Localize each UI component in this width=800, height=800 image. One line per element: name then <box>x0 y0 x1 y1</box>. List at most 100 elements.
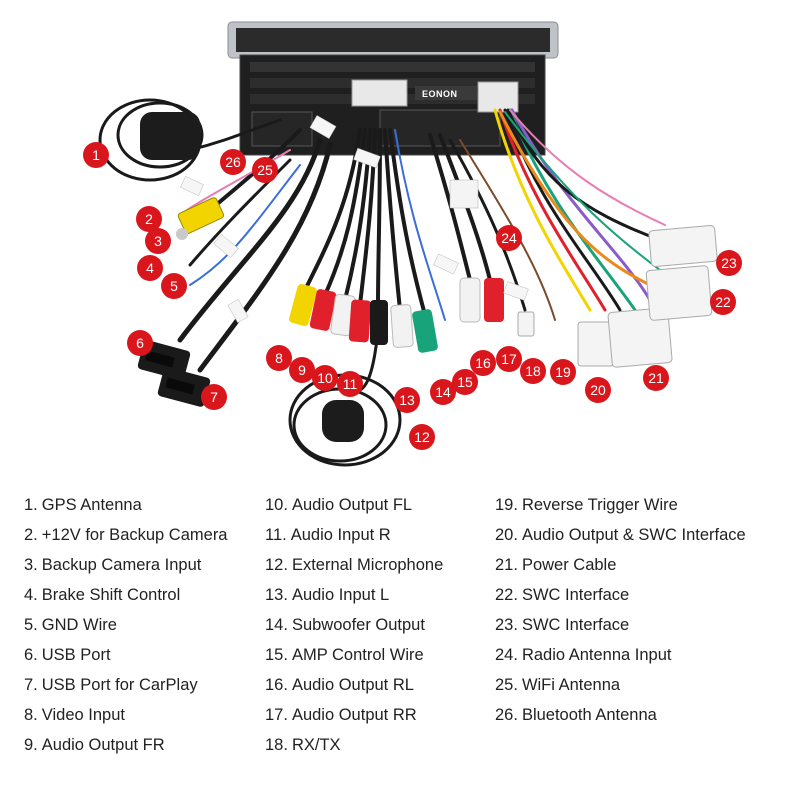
legend-item-number: 13. <box>265 586 288 604</box>
badge-1: 1 <box>83 142 109 168</box>
legend-item-number: 16. <box>265 676 288 694</box>
legend-item: 17.Audio Output RR <box>265 700 443 730</box>
badge-number: 10 <box>317 370 333 386</box>
badge-circle <box>496 346 522 372</box>
legend-item-number: 1. <box>24 496 38 514</box>
legend-item-label: SWC Interface <box>521 616 630 634</box>
legend-item: 20.Audio Output & SWC Interface <box>495 520 746 550</box>
legend-item: 24.Radio Antenna Input <box>495 640 746 670</box>
badge-number: 24 <box>501 230 517 246</box>
legend-item: 12.External Microphone <box>265 550 443 580</box>
badge-13: 13 <box>394 387 420 413</box>
badge-circle <box>394 387 420 413</box>
badge-circle <box>266 345 292 371</box>
legend-item: 23.SWC Interface <box>495 610 746 640</box>
legend-item-number: 15. <box>265 646 288 664</box>
badge-circle <box>496 225 522 251</box>
legend-item-label: Audio Output RL <box>291 676 414 694</box>
legend-item-number: 11. <box>265 526 287 544</box>
legend-item-number: 24. <box>495 646 518 664</box>
badge-20: 20 <box>585 377 611 403</box>
audio-input-r-rca <box>348 299 372 343</box>
badge-16: 16 <box>470 350 496 376</box>
badge-number: 4 <box>146 260 154 276</box>
legend-item: 14.Subwoofer Output <box>265 610 443 640</box>
badge-7: 7 <box>201 384 227 410</box>
legend-item-number: 9. <box>24 736 38 754</box>
badge-6: 6 <box>127 330 153 356</box>
legend-item: 13.Audio Input L <box>265 580 443 610</box>
badge-circle <box>643 365 669 391</box>
badge-number: 21 <box>648 370 664 386</box>
legend-item-number: 12. <box>265 556 288 574</box>
legend-item-number: 22. <box>495 586 518 604</box>
badge-circle <box>161 273 187 299</box>
subwoofer-rca <box>390 304 414 348</box>
legend-item-label: Backup Camera Input <box>41 556 202 574</box>
legend-item: 3.Backup Camera Input <box>24 550 228 580</box>
video-input-rca <box>289 283 317 327</box>
legend-item-label: USB Port <box>41 646 111 664</box>
legend-item: 18.RX/TX <box>265 730 443 760</box>
legend-item-number: 4. <box>24 586 38 604</box>
badge-number: 2 <box>145 211 153 227</box>
badge-number: 26 <box>225 154 241 170</box>
badge-8: 8 <box>266 345 292 371</box>
legend-item-number: 25. <box>495 676 518 694</box>
badge-number: 9 <box>298 362 306 378</box>
legend-item: 26.Bluetooth Antenna <box>495 700 746 730</box>
badge-circle <box>550 359 576 385</box>
legend-item-label: WiFi Antenna <box>521 676 621 694</box>
legend-item: 21.Power Cable <box>495 550 746 580</box>
legend-item-number: 10. <box>265 496 288 514</box>
legend-item: 1.GPS Antenna <box>24 490 228 520</box>
badge-14: 14 <box>430 379 456 405</box>
legend-item-label: Audio Output FL <box>291 496 413 514</box>
legend-item-number: 5. <box>24 616 38 634</box>
brand-logo: EONON <box>422 89 458 99</box>
badge-circle <box>409 424 435 450</box>
badge-number: 19 <box>555 364 571 380</box>
legend-item-label: +12V for Backup Camera <box>41 526 228 544</box>
badge-number: 25 <box>257 162 273 178</box>
legend-item: 6.USB Port <box>24 640 228 670</box>
legend-item-label: Radio Antenna Input <box>521 646 672 664</box>
legend-item-number: 7. <box>24 676 38 694</box>
badge-10: 10 <box>312 365 338 391</box>
badge-18: 18 <box>520 358 546 384</box>
legend-item-label: SWC Interface <box>521 586 630 604</box>
badge-22: 22 <box>710 289 736 315</box>
legend-item: 7.USB Port for CarPlay <box>24 670 228 700</box>
badge-number: 7 <box>210 389 218 405</box>
legend-item-label: Audio Input L <box>291 586 390 604</box>
badge-number: 16 <box>475 355 491 371</box>
badge-circle <box>716 250 742 276</box>
badge-9: 9 <box>289 357 315 383</box>
legend-item-label: Audio Output RR <box>291 706 417 724</box>
audio-rl-rca <box>459 277 481 323</box>
badge-24: 24 <box>496 225 522 251</box>
microphone <box>322 400 364 442</box>
badge-circle <box>520 358 546 384</box>
legend-item-number: 23. <box>495 616 518 634</box>
badge-circle <box>201 384 227 410</box>
badge-15: 15 <box>452 369 478 395</box>
badge-2: 2 <box>136 206 162 232</box>
legend-item: 5.GND Wire <box>24 610 228 640</box>
legend-item-label: Audio Output & SWC Interface <box>521 526 746 544</box>
legend-item: 11.Audio Input R <box>265 520 443 550</box>
legend-item-label: GND Wire <box>41 616 117 634</box>
power-cable-connector <box>607 307 673 368</box>
rxtx-connector <box>517 311 535 337</box>
legend-item-label: Subwoofer Output <box>291 616 425 634</box>
badge-21: 21 <box>643 365 669 391</box>
badge-number: 5 <box>170 278 178 294</box>
legend-item: 4.Brake Shift Control <box>24 580 228 610</box>
cable-tags <box>180 115 529 324</box>
legend-item-number: 18. <box>265 736 288 754</box>
connectors <box>137 112 718 442</box>
